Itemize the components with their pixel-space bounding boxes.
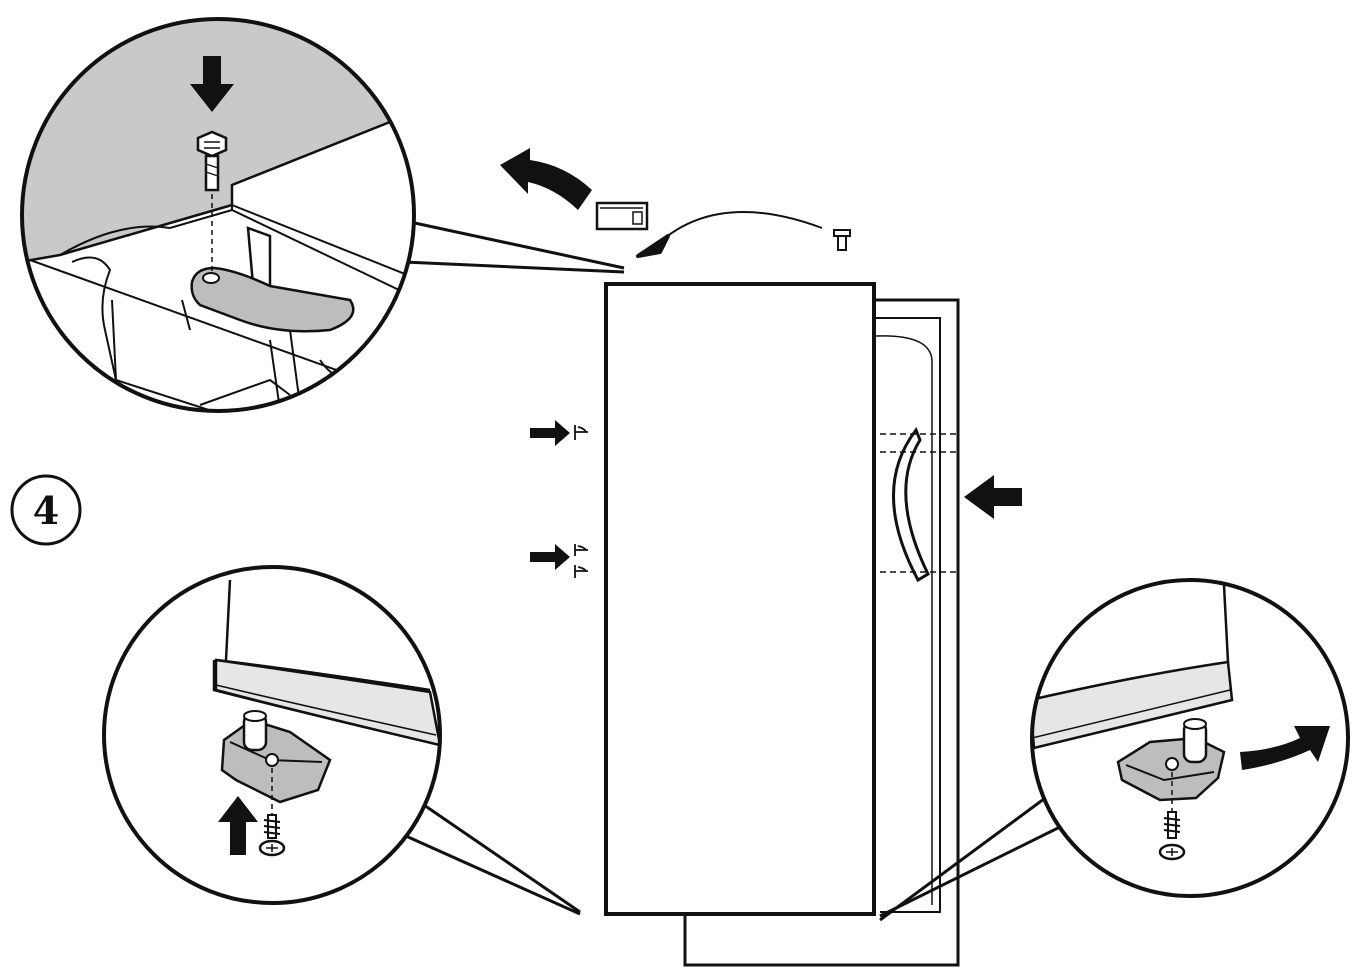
door-plugs [530, 420, 588, 578]
bottom-left-hinge-detail [100, 565, 580, 915]
arrow-right-icon [530, 420, 570, 446]
transfer-curve [660, 212, 822, 242]
plug-icon [575, 425, 588, 440]
bottom-right-hinge-detail [880, 575, 1355, 920]
arrow-right-icon [530, 544, 570, 570]
step-badge: 4 [12, 476, 80, 544]
step-number: 4 [33, 488, 59, 533]
screw-icon [834, 230, 850, 250]
arrow-icon [638, 236, 668, 256]
arrow-left-icon [964, 475, 1022, 519]
curved-arrow-icon [500, 148, 592, 210]
fridge-door [606, 284, 874, 914]
cap-icon [597, 203, 647, 229]
door-handle [880, 430, 958, 580]
plug-icon [575, 544, 588, 578]
top-hinge-detail [20, 18, 624, 420]
